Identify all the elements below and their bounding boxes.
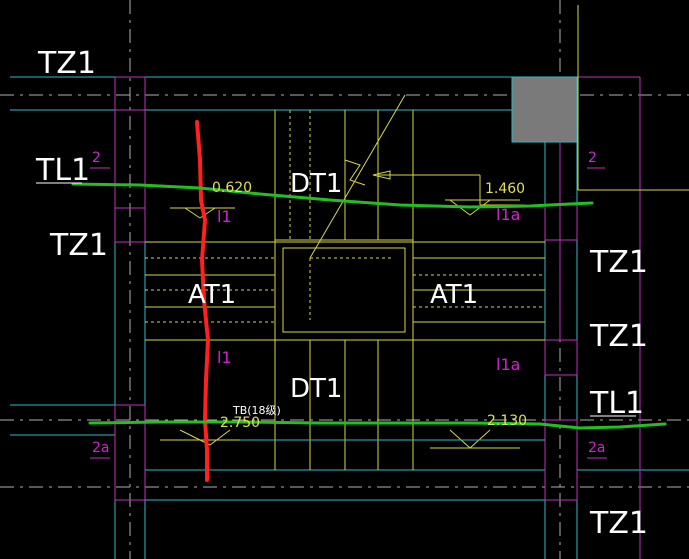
yellow-frame-top-right — [577, 5, 689, 191]
column-outlines — [114, 76, 641, 559]
label-tz1-right-1: TZ1 — [589, 245, 648, 280]
label-tz1-mid-left: TZ1 — [49, 228, 108, 263]
label-tl1-right: TL1 — [589, 386, 644, 421]
label-tl1-left-sub: 2 — [92, 150, 101, 166]
label-tz1-top-left: TZ1 — [37, 46, 96, 81]
green-annotation-line-lower — [88, 420, 667, 430]
green-annotation-line-upper — [71, 182, 594, 209]
label-dt1-upper: DT1 — [290, 169, 342, 199]
label-tl1-left: TL1 — [35, 153, 90, 188]
label-elev-2750: 2.750 — [220, 415, 260, 431]
label-elev-0620: 0.620 — [212, 180, 252, 196]
tl1-underlines — [36, 182, 636, 417]
label-l1a-lower: l1a — [496, 355, 520, 374]
label-2-right-top: 2 — [588, 150, 597, 166]
label-l1a-upper: l1a — [496, 205, 520, 224]
label-elev-2130: 2.130 — [487, 413, 527, 429]
concrete-column-fill — [511, 76, 578, 143]
label-at1-left: AT1 — [188, 280, 236, 310]
label-2a-right: 2a — [588, 440, 606, 456]
label-underlines — [90, 167, 607, 459]
staircase-structure — [145, 94, 545, 470]
label-tb-note: TB(18级) — [232, 404, 281, 417]
label-2a-left: 2a — [92, 440, 110, 456]
label-l1-lower: l1 — [217, 348, 232, 367]
label-tz1-right-2: TZ1 — [589, 319, 648, 354]
label-l1-upper: l1 — [217, 207, 232, 226]
label-at1-right: AT1 — [430, 280, 478, 310]
label-tz1-right-3: TZ1 — [589, 506, 648, 541]
label-dt1-lower: DT1 — [290, 374, 342, 404]
label-elev-1460: 1.460 — [485, 181, 525, 197]
